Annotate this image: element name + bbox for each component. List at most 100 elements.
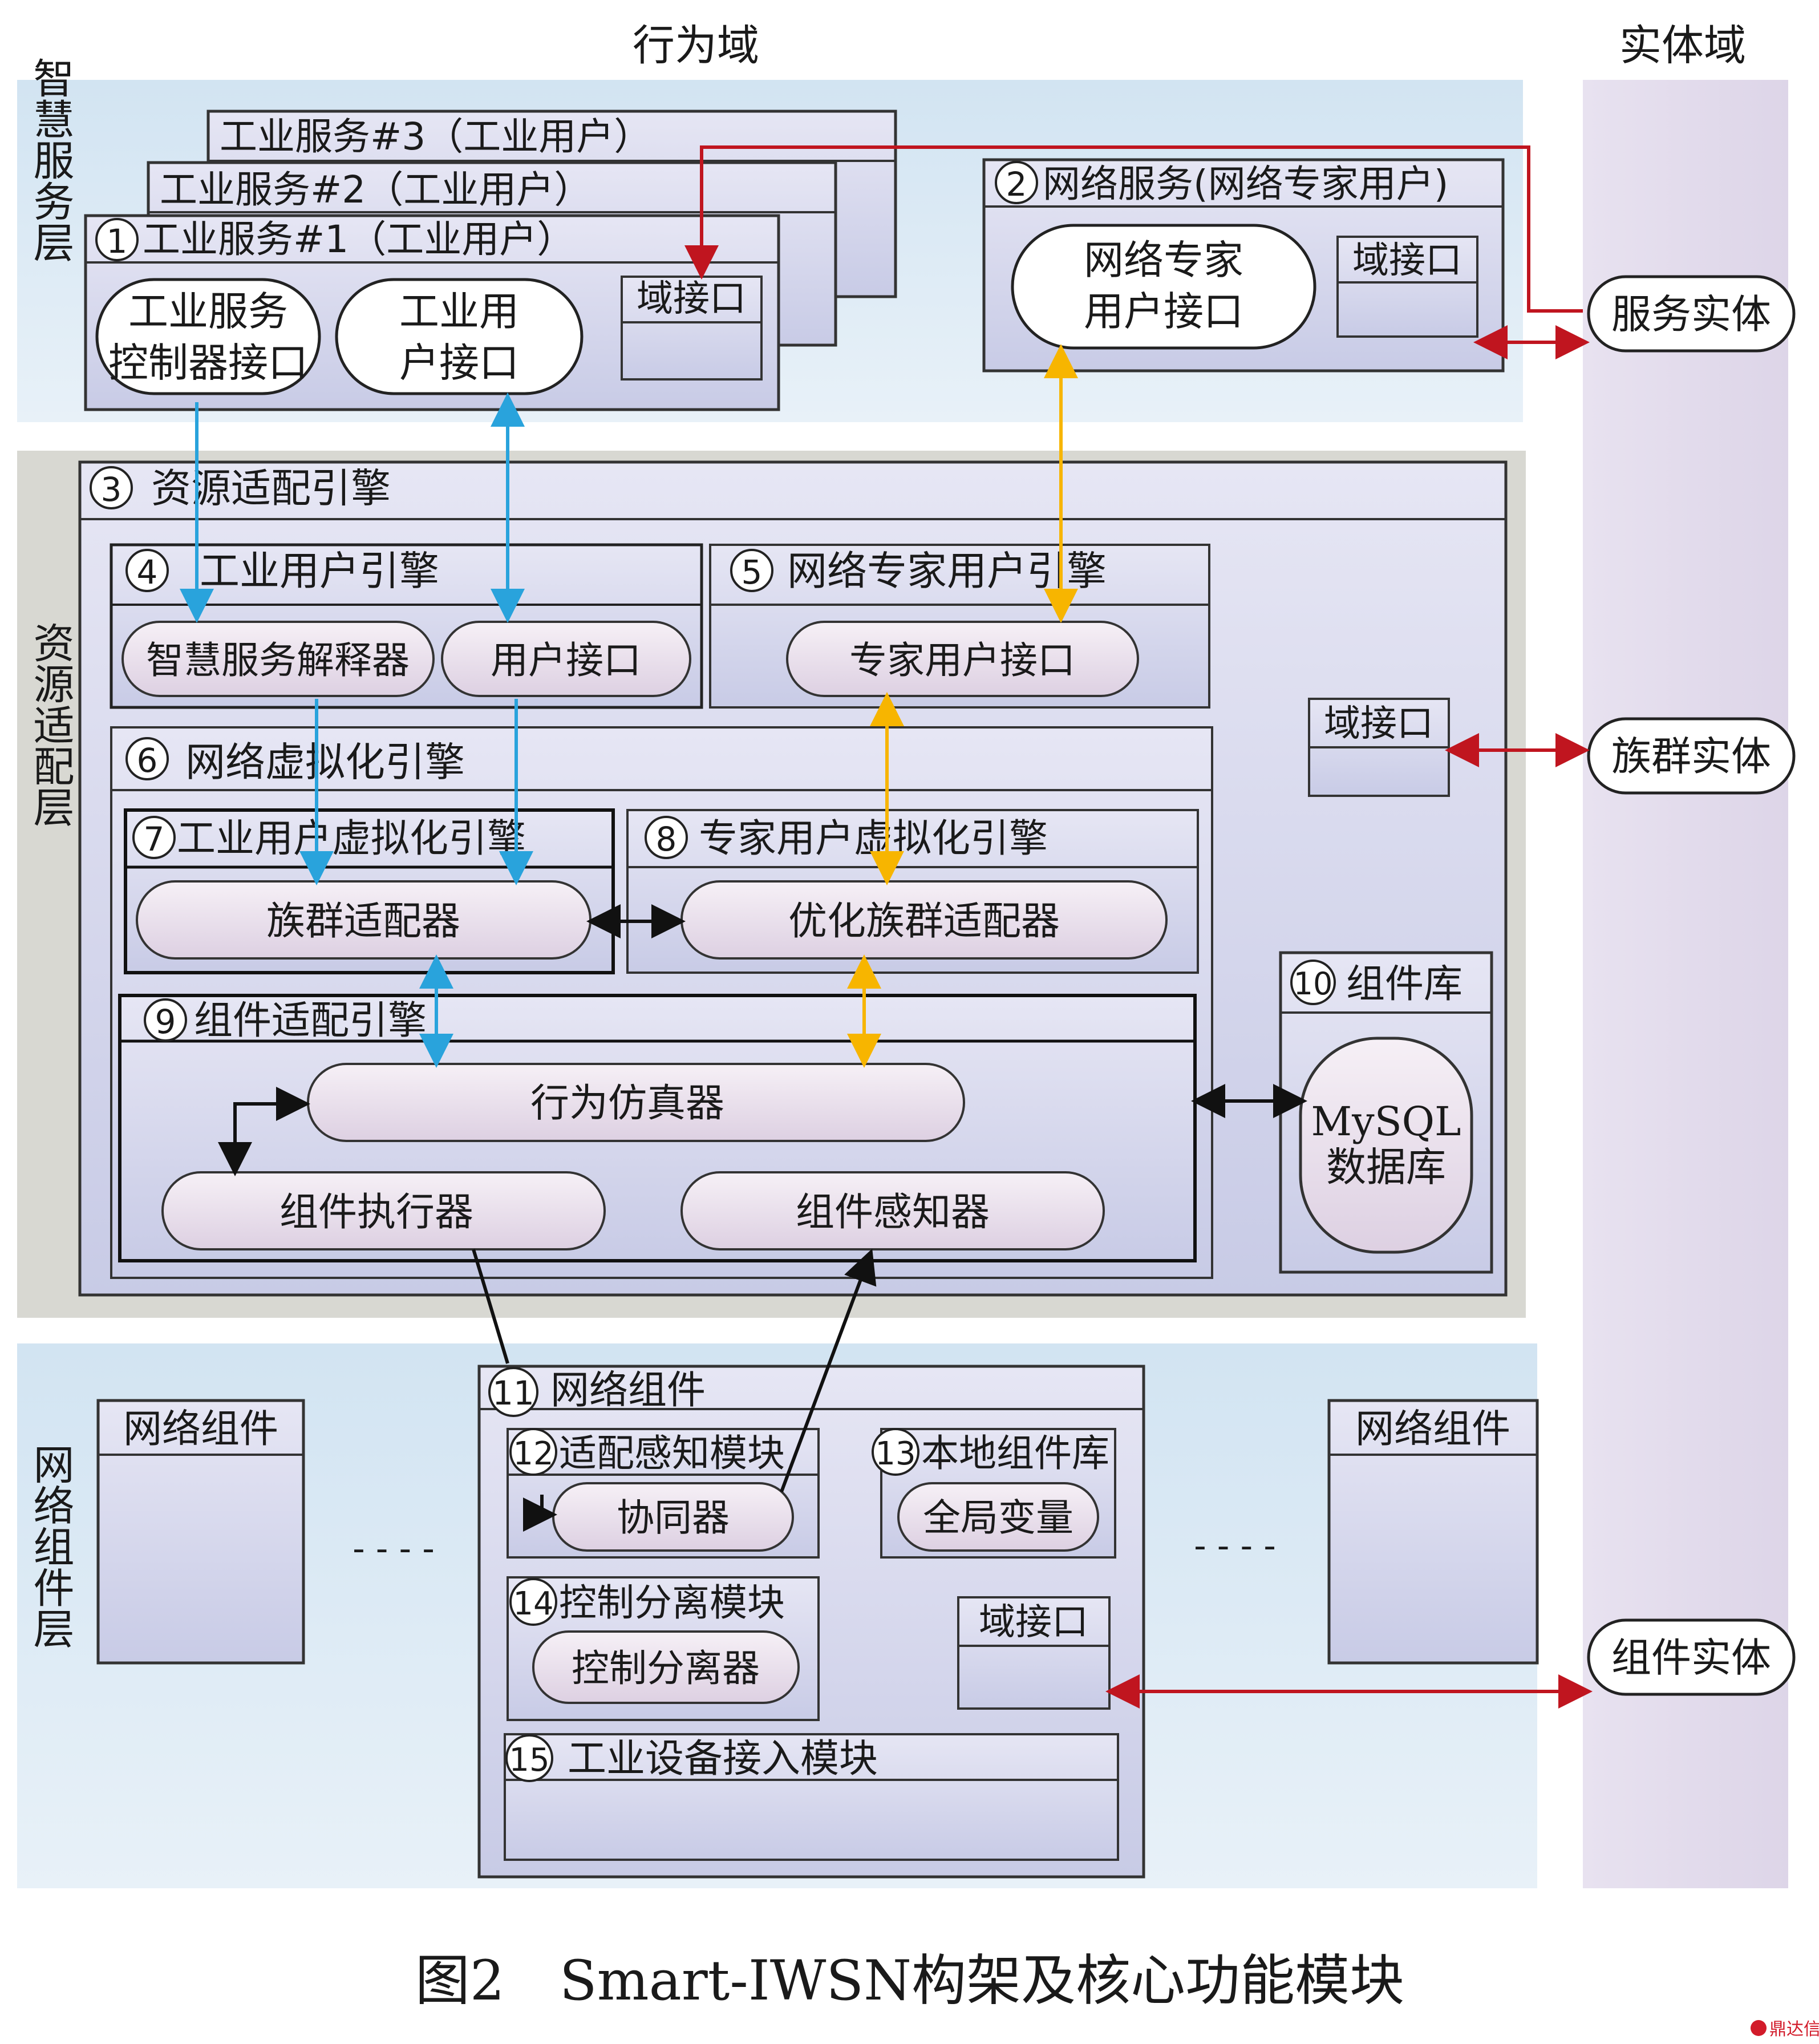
number-badge-13-text: 13	[875, 1435, 915, 1472]
network-expert-user-interface	[1011, 224, 1316, 350]
number-badge-12	[509, 1428, 557, 1476]
engine-user-interface	[441, 621, 691, 697]
number-badge-8-text: 8	[656, 820, 677, 859]
expert-user-interface	[786, 621, 1139, 697]
number-badge-15-text: 15	[509, 1742, 549, 1779]
right-network-component-title: 网络组件	[1355, 1407, 1510, 1452]
global-variable-label: 全局变量	[923, 1496, 1073, 1540]
control-separator	[532, 1630, 800, 1704]
component-sensor-label: 组件感知器	[796, 1190, 990, 1235]
number-badge-5-text: 5	[742, 553, 763, 592]
number-badge-11-text: 11	[492, 1374, 534, 1412]
expert-user-engine-title: 网络专家用户引擎	[787, 548, 1107, 594]
resource-adapt-engine-title: 资源适配引擎	[151, 465, 391, 512]
control-separator-label: 控制分离器	[572, 1646, 760, 1690]
network-virtualization-engine-title: 网络虚拟化引擎	[185, 739, 465, 786]
network-service-domain-interface	[1336, 236, 1478, 338]
service-controller-interface	[95, 278, 321, 395]
number-badge-9	[144, 998, 187, 1042]
network-expert-interface-line1: 网络专家	[1084, 237, 1243, 284]
service-entity-label: 服务实体	[1611, 291, 1771, 338]
figure-caption: 图2 Smart-IWSN构架及核心功能模块	[415, 1949, 1404, 2013]
right-ellipsis: - - - -	[1194, 1526, 1276, 1566]
component-domain-interface	[957, 1596, 1111, 1710]
mysql-database-line2: 数据库	[1326, 1144, 1446, 1191]
number-badge-6-text: 6	[137, 741, 158, 780]
number-badge-5	[730, 549, 773, 592]
watermark-text: 鼎达信	[1769, 2019, 1819, 2039]
industrial-service-2-title: 工业服务#2（工业用户）	[160, 168, 592, 212]
entity-domain-label: 实体域	[1619, 21, 1746, 70]
adapt-sense-module-title: 适配感知模块	[559, 1431, 785, 1475]
number-badge-1-text: 1	[107, 222, 128, 261]
number-badge-7	[132, 816, 176, 859]
number-badge-9-text: 9	[155, 1002, 176, 1041]
industrial-service-3-title: 工业服务#3（工业用户）	[220, 115, 651, 159]
network-service-title: 网络服务(网络专家用户)	[1043, 162, 1449, 206]
smart-service-interpreter	[121, 621, 435, 697]
number-badge-14	[509, 1578, 557, 1626]
service-controller-interface-line2: 控制器接口	[108, 339, 308, 386]
industrial-user-virt-engine-title: 工业用户虚拟化引擎	[177, 816, 526, 861]
industrial-service-1-title: 工业服务#1（工业用户）	[143, 217, 574, 261]
blue-arrows	[180, 392, 533, 1068]
control-separation-module-title: 控制分离模块	[559, 1581, 785, 1625]
black-line-executor-component	[472, 1249, 509, 1364]
network-expert-interface-line2: 用户接口	[1084, 288, 1243, 335]
black-arrow-coordinator-sensor	[780, 1248, 877, 1493]
resource-adapt-layer-label: 资源适配层	[26, 622, 74, 827]
number-badge-10-text: 10	[1294, 966, 1333, 1002]
red-arrows	[684, 145, 1593, 1709]
component-adapt-engine-title: 组件适配引擎	[194, 998, 427, 1043]
component-entity	[1587, 1618, 1796, 1696]
component-entity-label: 组件实体	[1611, 1634, 1771, 1681]
number-badge-13	[872, 1428, 919, 1476]
expert-user-virt-engine-title: 专家用户虚拟化引擎	[699, 816, 1048, 861]
industrial-user-engine-title: 工业用户引擎	[200, 548, 439, 594]
behavior-simulator-label: 行为仿真器	[530, 1081, 724, 1126]
left-ellipsis: - - - -	[353, 1529, 435, 1569]
resource-domain-interface-label: 域接口	[1324, 703, 1433, 745]
number-badge-12-text: 12	[513, 1435, 553, 1472]
left-network-component-box	[96, 1399, 305, 1665]
behavior-domain-label: 行为域	[633, 21, 759, 70]
cluster-entity-label: 族群实体	[1611, 733, 1771, 780]
industrial-user-interface	[335, 278, 584, 395]
component-executor	[161, 1171, 606, 1250]
black-arrow-simulator-executor	[218, 1087, 310, 1176]
network-component-layer-label: 网络组件层	[26, 1443, 74, 1649]
service-entity	[1587, 275, 1796, 353]
number-badge-6	[125, 737, 169, 780]
service-controller-interface-line1: 工业服务	[128, 288, 288, 335]
number-badge-10	[1290, 960, 1336, 1005]
black-arrows	[218, 904, 1307, 1532]
component-executor-label: 组件执行器	[279, 1190, 473, 1235]
number-badge-2	[995, 161, 1038, 204]
number-badge-3	[90, 466, 133, 509]
number-badge-3-text: 3	[101, 470, 122, 509]
engine-user-interface-label: 用户接口	[491, 638, 641, 682]
number-badge-15	[505, 1734, 553, 1782]
expert-user-interface-label: 专家用户接口	[849, 638, 1075, 682]
component-library-title: 组件库	[1346, 962, 1463, 1007]
network-component-main-title: 网络组件	[550, 1368, 706, 1413]
number-badge-8	[645, 816, 688, 859]
network-service-domain-interface-label: 域接口	[1352, 240, 1462, 282]
local-component-lib-title: 本地组件库	[921, 1431, 1109, 1475]
device-access-module-box	[504, 1733, 1119, 1861]
number-badge-4	[125, 549, 169, 592]
smart-service-layer-label: 智慧服务层	[26, 57, 74, 262]
right-network-component-box	[1327, 1399, 1539, 1665]
mysql-database-line1: MySQL	[1311, 1098, 1461, 1145]
industrial-user-interface-line1: 工业用	[399, 288, 519, 335]
service1-domain-interface-label: 域接口	[637, 278, 746, 320]
number-badge-4-text: 4	[137, 553, 158, 592]
optimized-cluster-adapter-label: 优化族群适配器	[788, 899, 1060, 944]
number-badge-11	[488, 1367, 538, 1417]
industrial-user-interface-line2: 户接口	[399, 339, 519, 386]
black-arrow-to-coordinator	[523, 1495, 557, 1532]
smart-service-interpreter-label: 智慧服务解释器	[146, 638, 410, 682]
number-badge-2-text: 2	[1006, 165, 1027, 204]
watermark-logo	[1751, 2020, 1767, 2036]
